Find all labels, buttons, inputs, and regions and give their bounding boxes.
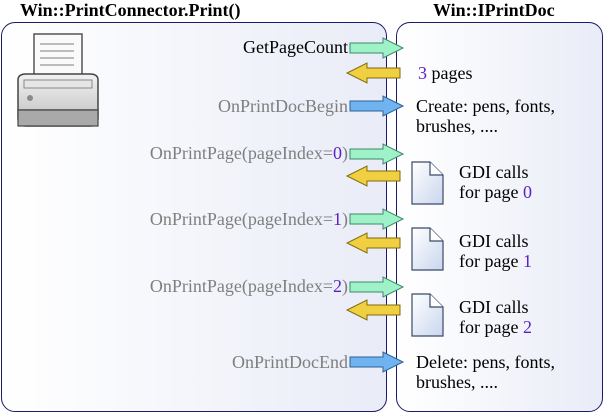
create-response: Create: pens, fonts, brushes, ....: [416, 96, 555, 136]
event-arrow: [349, 95, 405, 117]
return-arrow: [345, 232, 401, 254]
return-arrow: [345, 299, 401, 321]
page-icon: [411, 161, 444, 205]
gdi-response: GDI calls for page 0: [459, 162, 532, 202]
print-page-label: OnPrintPage(pageIndex=0): [149, 143, 348, 163]
print-page-label: OnPrintPage(pageIndex=1): [149, 209, 348, 229]
get-page-count-label: GetPageCount: [243, 37, 348, 57]
return-arrow: [345, 62, 401, 84]
left-panel-title: Win::PrintConnector.Print(): [20, 0, 241, 20]
right-panel-title: Win::IPrintDoc: [433, 0, 555, 20]
doc-end-label: OnPrintDocEnd: [232, 352, 348, 372]
delete-response: Delete: pens, fonts, brushes, ....: [416, 352, 555, 392]
page-icon: [411, 227, 444, 271]
return-arrow: [345, 165, 401, 187]
event-arrow: [349, 351, 405, 373]
printer-icon: [17, 33, 99, 127]
gdi-response: GDI calls for page 1: [459, 231, 532, 271]
call-arrow: [349, 37, 405, 59]
doc-begin-label: OnPrintDocBegin: [218, 96, 348, 116]
page-icon: [411, 293, 444, 337]
print-page-label: OnPrintPage(pageIndex=2): [149, 276, 348, 296]
page-count-response: 3 pages: [418, 63, 473, 83]
call-arrow: [349, 143, 405, 165]
print-doc-panel: [396, 22, 603, 412]
call-arrow: [349, 208, 405, 230]
call-arrow: [349, 276, 405, 298]
gdi-response: GDI calls for page 2: [459, 297, 532, 337]
